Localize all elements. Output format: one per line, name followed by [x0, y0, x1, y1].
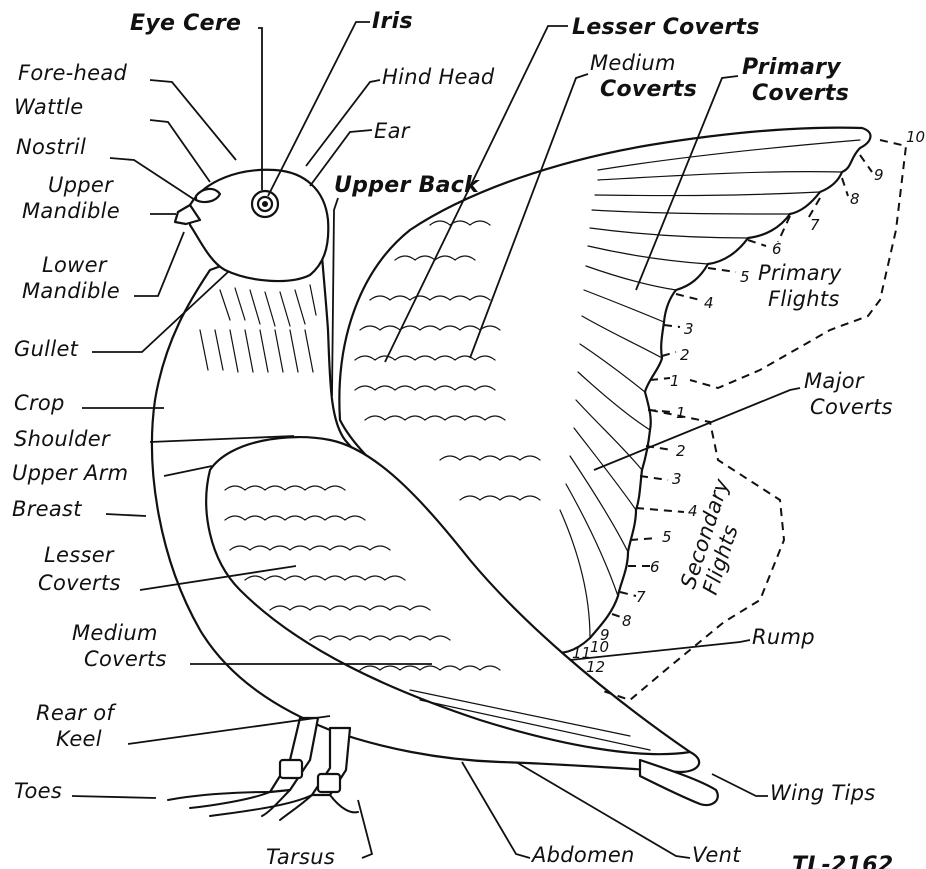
eye-pupil	[262, 201, 268, 207]
label-rear-of-keel-2: Keel	[56, 727, 102, 751]
label-lower-mandible-1: Lower	[42, 253, 108, 277]
leg-band-1	[280, 760, 302, 778]
label-hind-head: Hind Head	[382, 65, 495, 89]
label-rear-of-keel-1: Rear of	[36, 701, 117, 725]
figure-code: TL-2162	[792, 853, 894, 869]
secondary-number: 2	[676, 442, 686, 460]
label-medium-coverts-side-1: Medium	[72, 621, 158, 645]
label-eye-cere: Eye Cere	[130, 11, 241, 36]
primary-number: 4	[704, 294, 714, 312]
secondary-number: 12	[586, 658, 605, 676]
label-abdomen: Abdomen	[530, 843, 635, 867]
label-wattle: Wattle	[14, 95, 84, 119]
label-major-coverts-1: Major	[804, 369, 865, 393]
pigeon-illustration	[152, 128, 870, 820]
label-lesser-coverts-side-1: Lesser	[44, 543, 115, 567]
secondary-number: 7	[636, 588, 646, 606]
label-upper-mandible-2: Mandible	[22, 199, 120, 223]
label-nostril: Nostril	[16, 135, 86, 159]
label-rump: Rump	[752, 625, 815, 649]
label-lesser-coverts-side-2: Coverts	[38, 571, 121, 595]
secondary-number: 8	[622, 612, 632, 630]
label-medium-coverts-side-2: Coverts	[84, 647, 167, 671]
label-primary-flights-2: Flights	[768, 287, 840, 311]
label-upper-mandible-1: Upper	[48, 173, 114, 197]
label-gullet: Gullet	[14, 337, 79, 361]
label-crop: Crop	[14, 391, 65, 415]
label-lesser-coverts-top: Lesser Coverts	[572, 15, 760, 40]
primary-number: 9	[874, 166, 884, 184]
primary-number: 5	[740, 268, 750, 286]
primary-number: 3	[684, 320, 694, 338]
label-primary-coverts-2: Coverts	[752, 81, 849, 106]
label-primary-coverts-1: Primary	[742, 55, 842, 80]
label-lower-mandible-2: Mandible	[22, 279, 120, 303]
label-tarsus: Tarsus	[266, 845, 335, 869]
head-outline	[190, 170, 328, 281]
label-vent: Vent	[692, 843, 741, 867]
secondary-number: 5	[662, 528, 672, 546]
label-major-coverts-2: Coverts	[810, 395, 893, 419]
secondary-number: 4	[688, 502, 698, 520]
label-breast: Breast	[12, 497, 82, 521]
label-iris: Iris	[372, 9, 413, 34]
primary-number: 1	[670, 372, 680, 390]
label-upper-back: Upper Back	[334, 173, 480, 198]
primary-number: 8	[850, 190, 860, 208]
label-forehead: Fore-head	[18, 61, 128, 85]
label-upper-arm: Upper Arm	[12, 461, 128, 485]
primary-number: 10	[906, 128, 925, 146]
label-wing-tips: Wing Tips	[770, 781, 876, 805]
primary-number: 6	[772, 240, 782, 258]
label-shoulder: Shoulder	[14, 427, 111, 451]
label-ear: Ear	[374, 119, 411, 143]
toes-drawing	[168, 790, 358, 820]
secondary-number: 10	[590, 638, 609, 656]
secondary-number: 1	[676, 404, 686, 422]
primary-number: 2	[680, 346, 690, 364]
primary-number: 7	[810, 216, 820, 234]
leg-band-2	[318, 774, 340, 792]
label-medium-coverts-top-2: Coverts	[600, 77, 697, 102]
secondary-number: 3	[672, 470, 682, 488]
label-medium-coverts-top-1: Medium	[590, 51, 676, 75]
label-toes: Toes	[14, 779, 62, 803]
secondary-number: 6	[650, 558, 660, 576]
label-primary-flights-1: Primary	[758, 261, 842, 285]
